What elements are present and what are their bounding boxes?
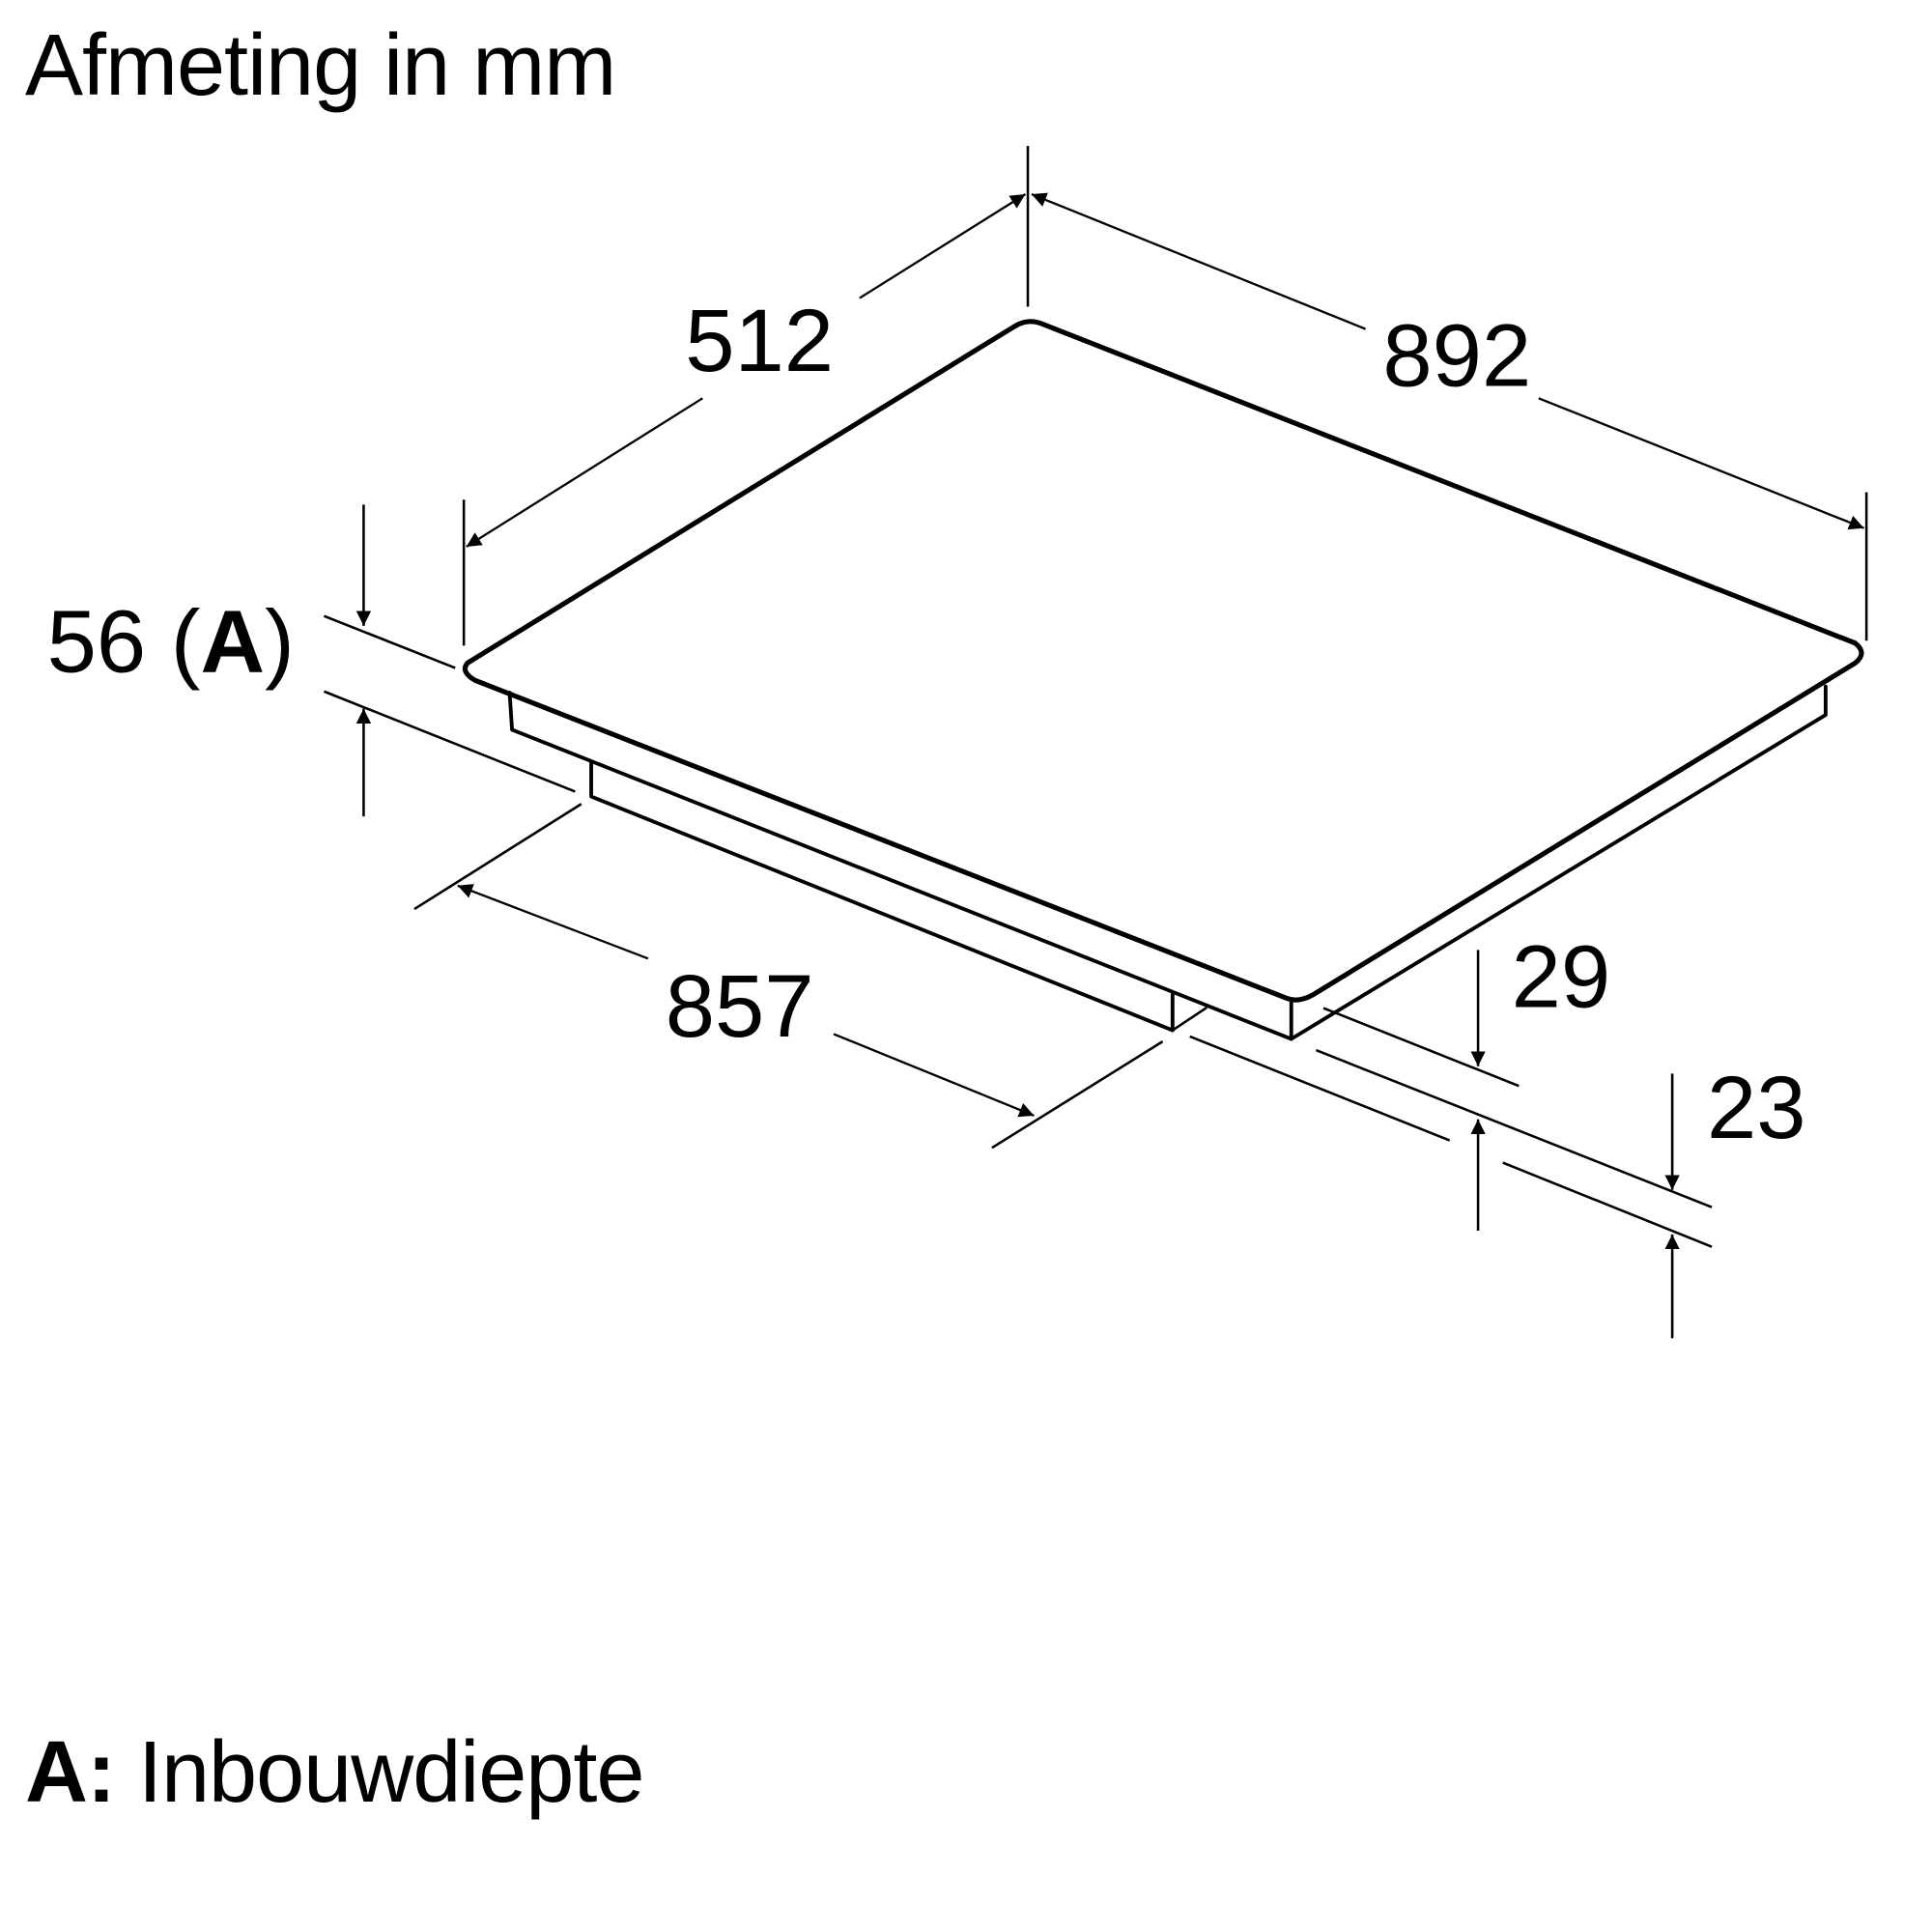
dimension-line-892-b xyxy=(1538,397,1865,530)
dimension-label-built-in-depth: 56 (A) xyxy=(47,591,295,691)
dimension-cutout-width xyxy=(413,803,1164,1150)
dimension-label-cutout-width: 857 xyxy=(666,956,814,1056)
glass-top-panel xyxy=(462,319,1864,1003)
dimension-line-892-a xyxy=(1031,192,1367,330)
dimension-line-512-b xyxy=(466,397,703,548)
extension-line-23-a xyxy=(1189,1035,1451,1142)
cooktop-outline xyxy=(462,319,1864,1041)
dimension-built-in-depth xyxy=(323,504,576,817)
dimension-label-frame-height: 29 xyxy=(1512,926,1611,1026)
extension-line-857-left xyxy=(413,803,582,911)
dimension-line-857-a xyxy=(457,884,649,960)
front-frame-base xyxy=(589,761,1175,1033)
legend-label: Inbouwdiepte xyxy=(137,1724,644,1821)
extension-line-23-b xyxy=(1502,1161,1713,1248)
front-frame-step xyxy=(1171,1007,1208,1032)
extension-line-29-bottom xyxy=(1315,1048,1713,1208)
dimension-label-base-height: 23 xyxy=(1707,1058,1806,1157)
dimension-width xyxy=(1026,146,1868,641)
extension-line-29-top xyxy=(1322,1007,1520,1088)
extension-line-56-top xyxy=(323,614,456,669)
legend-key: A: xyxy=(25,1724,116,1821)
dimension-label-width: 892 xyxy=(1382,305,1531,405)
dimension-line-857-b xyxy=(833,1033,1035,1118)
front-frame xyxy=(507,691,1293,1041)
extension-line-857-right xyxy=(991,1040,1164,1150)
dimension-depth xyxy=(462,193,1027,646)
extension-line-56-bottom xyxy=(323,690,576,793)
dimension-label-depth: 512 xyxy=(685,291,834,390)
page-title: Afmeting in mm xyxy=(25,17,616,114)
right-frame xyxy=(1289,684,1828,1041)
dimension-line-512-a xyxy=(859,193,1027,299)
dimension-frame-height xyxy=(1315,950,1713,1232)
legend: A: Inbouwdiepte xyxy=(25,1724,644,1821)
dimension-base-height xyxy=(1189,1035,1713,1339)
